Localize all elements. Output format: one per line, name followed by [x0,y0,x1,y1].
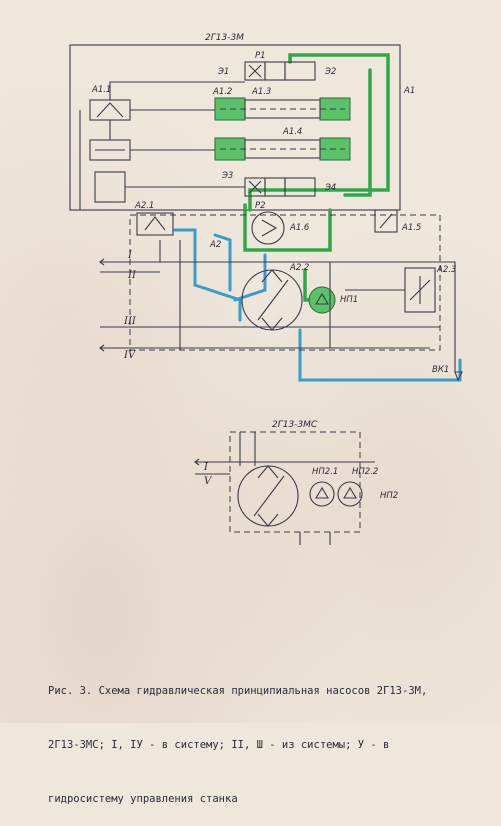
label-a15: A1.5 [401,223,421,233]
pump-np22 [337,481,363,507]
green-line-a16 [243,203,332,252]
label-np22: НП2.2 [352,467,378,477]
pump-np21 [309,481,335,507]
blue-line-branch [213,233,232,292]
caption-line-2: 2Г13-3МС; I, IУ - в систему; II, Ш - из … [48,739,390,751]
label-np2: НП2 [380,491,398,501]
label-np21: НП2.1 [312,467,338,477]
label-a13: A1.3 [251,87,271,97]
green-line-main [248,53,390,212]
diagram-bottom: 2Г13-3МС I V НП2.1 НП2.2 НП2 [194,420,398,545]
line-label-iii: III [123,316,137,327]
label-e3: Э3 [221,171,233,181]
label-a21: A2.1 [134,201,154,211]
valve-p2-right [284,177,316,197]
valve-a11-pilot [94,171,126,203]
block-a2-border [129,214,441,351]
blue-line-pump [233,253,267,302]
label-a12: A1.2 [212,87,232,97]
label-e2: Э2 [324,67,336,77]
tap-vk1 [454,371,463,382]
label-a22: A2.2 [289,263,309,273]
block-bottom-border [229,431,361,533]
valve-p1-right [284,61,316,81]
blue-line-a21 [173,228,242,322]
scanned-page: { "diagram_top": { "title": "2Г13-3М", "… [0,0,501,805]
label-a2: A2 [209,240,221,250]
pump-a22 [241,269,303,331]
label-vk1: ВК1 [432,365,449,375]
label-np1: НП1 [340,295,358,305]
blue-line-return [298,328,462,382]
label-p1: P1 [255,51,266,61]
label-a16: A1.6 [289,223,310,233]
valve-p1-mid [264,61,286,81]
valve-a21 [136,212,174,236]
line-label-ii: II [127,270,137,281]
label-e4: Э4 [324,183,336,193]
figure-caption: Рис. 3. Схема гидравлическая принципиаль… [48,646,478,826]
line-label-iv: IV [123,350,137,361]
hydraulic-schematic: A1 2Г13-3М P1 Э1 Э2 A1.2 A1.3 A1.4 [69,33,463,545]
block-a1-border [69,44,401,211]
diagram-bottom-title: 2Г13-3МС [272,420,318,430]
valve-p2-mid [264,177,286,197]
label-a14: A1.4 [282,127,302,137]
label-p2: P2 [255,201,266,211]
pump-np1 [308,286,336,314]
line-label-v: V [204,476,213,487]
caption-line-1: Рис. 3. Схема гидравлическая принципиаль… [48,685,428,697]
label-a11: A1.1 [91,85,111,95]
motor-a16 [251,211,285,245]
label-a23: A2.3 [436,265,456,275]
diagram-top: A1 2Г13-3М P1 Э1 Э2 A1.2 A1.3 A1.4 [69,33,463,382]
line-label-i: I [127,250,133,261]
label-e1: Э1 [217,67,229,77]
valve-a15 [374,209,398,233]
line-label-i-bottom: I [203,462,209,473]
pump-main-bottom [237,465,299,527]
diagram-top-title: 2Г13-3М [205,33,244,43]
label-a1: A1 [403,86,415,96]
green-line-inner [343,68,372,197]
caption-line-3: гидросистему управления станка [48,793,238,805]
